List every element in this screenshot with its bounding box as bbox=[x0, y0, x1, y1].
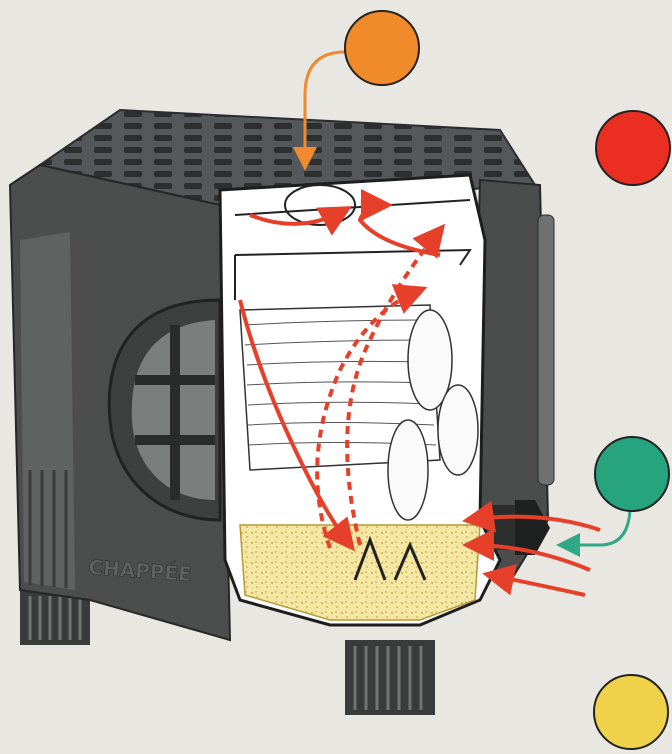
orange-leader-arrow bbox=[293, 50, 346, 171]
orange-dot bbox=[344, 10, 420, 86]
stove-side-panel bbox=[20, 232, 75, 590]
green-dot bbox=[594, 436, 670, 512]
flame-arrows bbox=[238, 189, 601, 597]
stove-foot-right bbox=[345, 640, 435, 715]
red-dot bbox=[595, 110, 671, 186]
stove-handle bbox=[537, 214, 555, 486]
grate-supports bbox=[353, 535, 427, 581]
green-leader-arrow bbox=[556, 509, 632, 557]
stove-door bbox=[107, 298, 222, 522]
yellow-dot bbox=[593, 674, 669, 750]
stove-side-ribs bbox=[28, 470, 68, 588]
log-stack bbox=[239, 304, 479, 521]
